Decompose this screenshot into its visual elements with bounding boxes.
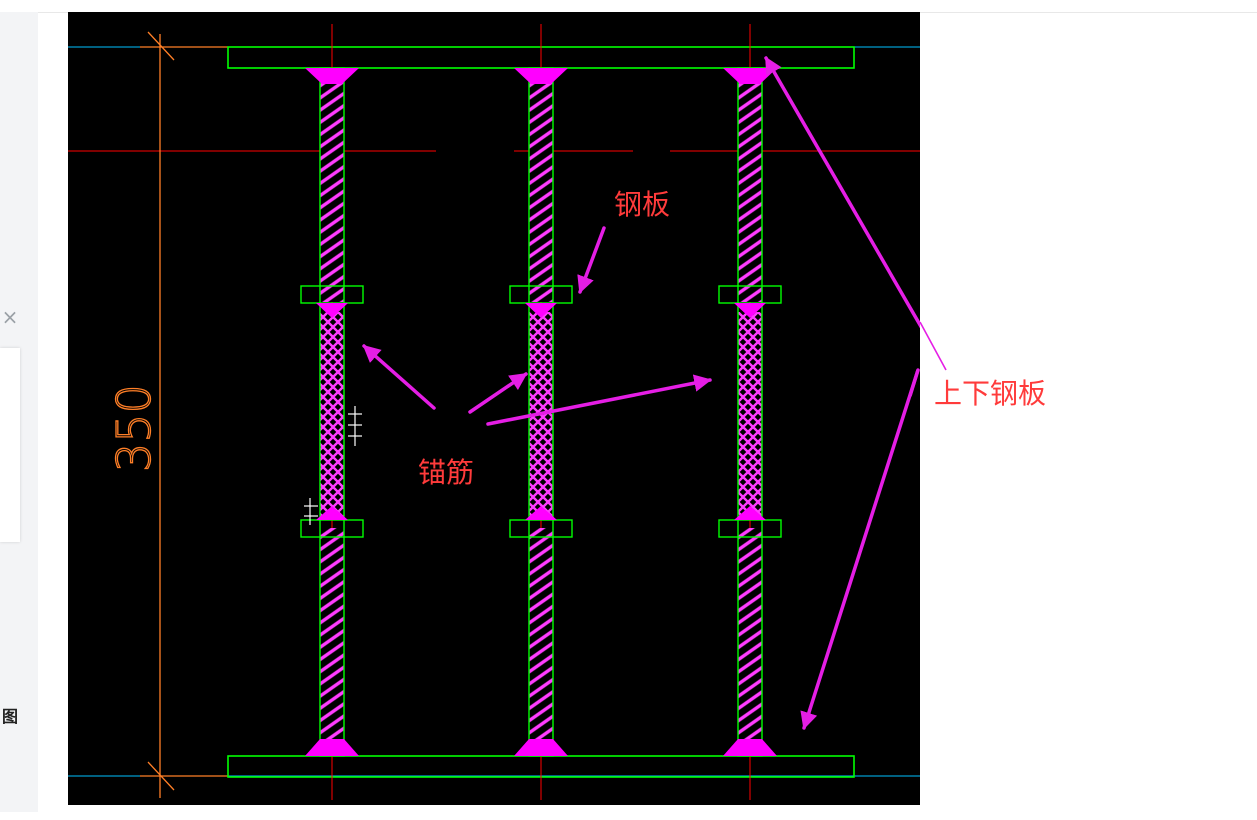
weld-bottom-3 — [723, 739, 777, 756]
anchor-bars — [300, 24, 782, 800]
bar-segment-lower-1 — [320, 528, 344, 744]
weld-stiffener-lower-3 — [734, 506, 766, 520]
weld-stiffener-upper-1 — [316, 303, 348, 318]
bar-segment-lower-2 — [529, 528, 553, 744]
weld-top-3 — [723, 68, 777, 84]
weld-stiffener-lower-1 — [316, 506, 348, 520]
label-steel-plate: 钢板 — [614, 189, 670, 220]
weld-stiffener-upper-2 — [525, 303, 557, 318]
weld-bottom-2 — [514, 739, 568, 756]
dimension-line — [140, 31, 228, 798]
bar-segment-middle-1 — [320, 312, 344, 518]
canvas-background — [68, 12, 920, 805]
bar-segment-upper-2 — [529, 82, 553, 302]
side-tab[interactable]: 图片描述 — [0, 348, 20, 725]
weld-stiffener-lower-2 — [525, 506, 557, 520]
label-top-bottom-plates: 上下钢板 — [934, 378, 1047, 409]
close-icon[interactable]: × — [1, 305, 19, 329]
weld-stiffener-upper-3 — [734, 303, 766, 318]
dimension-label: 350 — [107, 384, 161, 472]
side-tab-label: 图片描述 — [0, 708, 18, 725]
bar-segment-upper-1 — [320, 82, 344, 302]
cad-drawing: 350 锚筋 钢板 — [68, 12, 920, 805]
annotation-arrows — [362, 56, 920, 730]
weld-bottom-1 — [305, 739, 359, 756]
weld-top-1 — [305, 68, 359, 84]
label-anchor-bar: 锚筋 — [418, 457, 474, 488]
bar-segment-upper-3 — [738, 82, 762, 302]
weld-top-2 — [514, 68, 568, 84]
tick-marks — [304, 406, 362, 525]
bar-segment-middle-3 — [738, 312, 762, 518]
bar-segment-lower-3 — [738, 528, 762, 744]
